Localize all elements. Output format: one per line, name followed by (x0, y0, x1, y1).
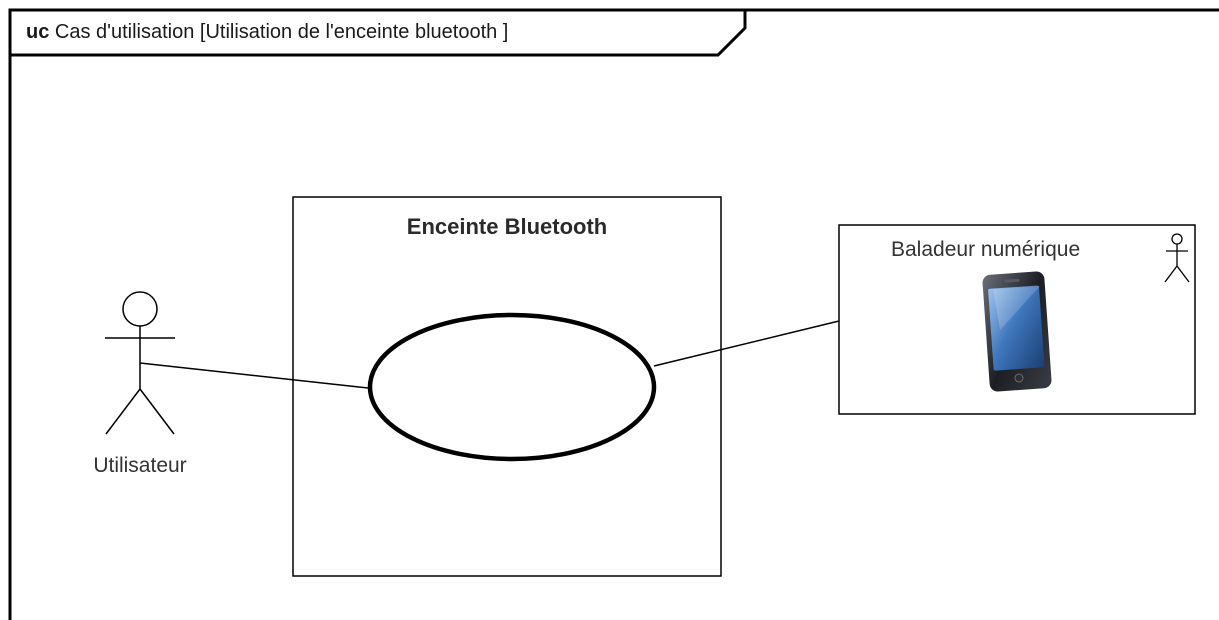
actor-stereotype-icon (1164, 233, 1190, 283)
system-boundary-title: Enceinte Bluetooth (406, 214, 608, 239)
frame-keyword: uc (26, 21, 50, 43)
system-boundary (292, 196, 722, 577)
user-actor-icon[interactable] (105, 291, 175, 435)
smartphone-icon (982, 271, 1052, 392)
use-case-ellipse[interactable] (367, 312, 657, 462)
frame-title: uc Cas d'utilisation [Utilisation de l'e… (26, 21, 508, 44)
association-device (653, 320, 840, 367)
frame-label-box (10, 10, 747, 57)
frame-border (8, 8, 1219, 620)
user-actor-label: Utilisateur (93, 454, 187, 477)
frame-title-text: Cas d'utilisation [Utilisation de l'ence… (54, 21, 509, 43)
association-user (139, 362, 369, 389)
device-actor-label: Baladeur numérique (891, 238, 1081, 261)
